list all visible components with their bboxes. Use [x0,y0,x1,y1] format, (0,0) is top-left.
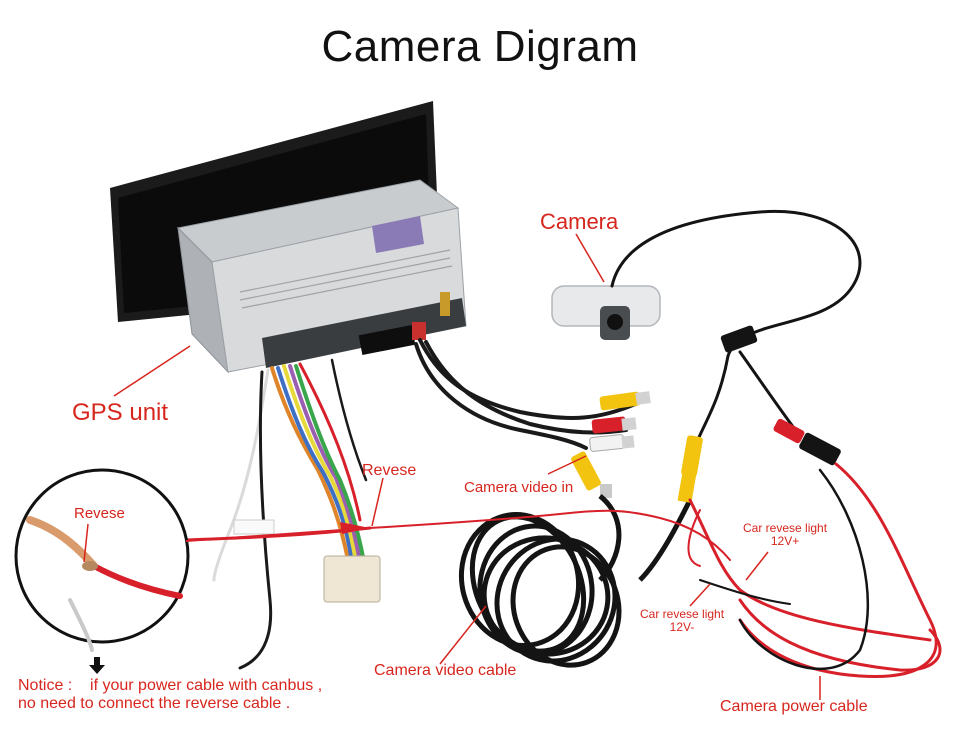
revese-leader [371,477,384,527]
rca-red-plug [591,416,637,434]
car-reverse-light-positive-label: Car revese light 12V+ [743,521,828,549]
car-light-pos-line1: Car revese light [743,521,828,535]
gps-unit-leader [113,345,191,397]
gps-antenna-port [440,292,450,316]
camera-video-in-label: Camera video in [464,479,574,496]
camera-leader [575,233,605,283]
unit-red-plug [412,322,426,340]
revese-zoom-label: Revese [74,505,125,522]
camera-power-connector [773,418,841,466]
notice-line-1: Notice : if your power cable with canbus… [18,677,323,694]
unit-vent-slots [239,249,453,309]
car-light-neg-leader [689,583,711,607]
zoom-pointer-line [185,527,371,542]
notice-line-2: no need to connect the reverse cable . [18,695,291,713]
label-leader-lines [83,233,821,700]
camera-label: Camera [540,209,619,234]
gps-unit-label: GPS unit [72,399,169,426]
camera-video-cable-coil [458,494,693,668]
unit-main-port [358,325,416,355]
rca-yellow-plug [599,391,651,411]
camera-power-cable-label: Camera power cable [720,698,868,715]
camera-video-in-plug [571,451,612,498]
diagram-title: Camera Digram [321,22,639,71]
camera-video-in-leader [547,455,587,475]
camera-video-cable-label: Camera video cable [374,662,517,679]
camera-side-yellow-plug [677,435,703,503]
camera-video-cable-leader [439,605,487,665]
rear-camera [551,285,661,340]
car-reverse-light-negative-label: Car revese light 12V- [640,607,725,635]
camera-power-ground [699,468,870,671]
unit-label-sticker [372,216,424,253]
notice-text: Notice : if your power cable with canbus… [18,677,322,714]
unit-connector-panel [262,298,466,368]
camera-cable [610,209,862,446]
notice-down-arrow-icon [89,657,105,674]
head-unit [110,101,467,374]
car-light-pos-leader [745,551,769,581]
revese-zoom-leader [83,523,89,563]
car-light-neg-line1: Car revese light [640,607,725,621]
car-light-neg-line2: 12V- [669,620,695,635]
wiring-harness [212,358,368,670]
camera-cable-junction [720,325,758,353]
reverse-wire-zoom [14,468,190,652]
car-light-pos-line2: 12V+ [770,534,800,549]
harness-connector-plug [323,555,381,603]
revese-label: Revese [362,462,417,479]
harness-wire-tag [233,519,275,535]
zoom-pointer-arrowhead [340,522,370,534]
rca-white-plug [589,434,635,452]
